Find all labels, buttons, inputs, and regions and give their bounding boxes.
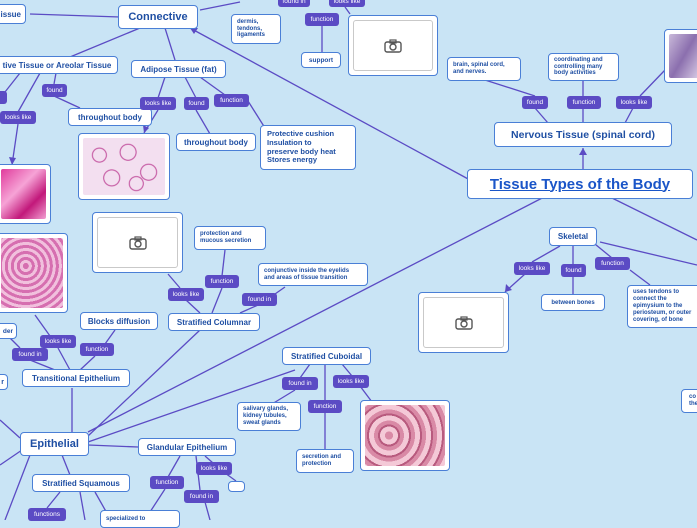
- topic-adipose[interactable]: Adipose Tissue (fat): [131, 60, 226, 78]
- rel-found[interactable]: found: [42, 84, 67, 97]
- topic-uses-tendons[interactable]: uses tendons to connect the epimysium to…: [627, 285, 697, 328]
- topic-connective[interactable]: Connective: [118, 5, 198, 29]
- topic-epithelial[interactable]: Epithelial: [20, 432, 89, 456]
- topic-stratified-squamous[interactable]: Stratified Squamous: [32, 474, 130, 492]
- topic-co-the[interactable]: co the: [681, 389, 697, 413]
- rel-function[interactable]: function: [205, 275, 239, 288]
- topic-salivary-glands[interactable]: salivary glands, kidney tubules, sweat g…: [237, 402, 301, 431]
- rel-fragment[interactable]: [0, 91, 7, 104]
- topic-blocks-diffusion[interactable]: Blocks diffusion: [80, 312, 158, 330]
- topic-conjunctive[interactable]: conjunctive inside the eyelids and areas…: [258, 263, 368, 286]
- rel-found-in[interactable]: found in: [12, 348, 48, 361]
- nervous-tissue-image: [669, 34, 697, 78]
- topic-r[interactable]: r: [0, 374, 8, 390]
- topic-between-bones[interactable]: between bones: [541, 294, 605, 311]
- rel-function[interactable]: function: [567, 96, 601, 109]
- rel-found[interactable]: found: [184, 97, 209, 110]
- camera-icon: [454, 315, 473, 330]
- rel-functions[interactable]: functions: [28, 508, 66, 521]
- rel-found-in[interactable]: found in: [184, 490, 219, 503]
- rel-function[interactable]: function: [80, 343, 114, 356]
- rel-looks-like[interactable]: looks like: [514, 262, 550, 275]
- topic-support[interactable]: support: [301, 52, 341, 68]
- rel-looks-like[interactable]: looks like: [140, 97, 176, 110]
- camera-icon: [384, 38, 402, 53]
- topic-dermis[interactable]: dermis, tendons, ligaments: [231, 14, 281, 44]
- image-nervous[interactable]: [664, 29, 697, 83]
- camera-icon: [128, 235, 147, 250]
- image-cuboidal[interactable]: [360, 400, 450, 471]
- rel-looks-like[interactable]: looks like: [333, 375, 369, 388]
- rel-looks-like[interactable]: looks like: [0, 111, 36, 124]
- image-transitional[interactable]: [0, 233, 68, 313]
- rel-found[interactable]: found: [522, 96, 548, 109]
- topic-throughout-body-1[interactable]: throughout body: [68, 108, 152, 126]
- topic-stratified-cuboidal[interactable]: Stratified Cuboidal: [282, 347, 371, 365]
- rel-looks-like[interactable]: looks like: [616, 96, 652, 109]
- image-placeholder: [423, 297, 504, 348]
- root-title: Tissue Types of the Body: [489, 175, 671, 193]
- rel-found-in[interactable]: found in: [282, 377, 318, 390]
- topic-protection-mucous[interactable]: protection and mucous secretion: [194, 226, 266, 250]
- image-placeholder: [97, 217, 178, 268]
- rel-looks-like[interactable]: looks like: [40, 335, 76, 348]
- rel-found-in[interactable]: found in: [278, 0, 310, 7]
- rel-looks-like[interactable]: looks like: [196, 462, 232, 475]
- adipose-tissue-image: [83, 138, 165, 195]
- topic-areolar-tissue[interactable]: tive Tissue or Areolar Tissue: [0, 56, 118, 74]
- root-topic[interactable]: Tissue Types of the Body: [467, 169, 693, 199]
- rel-function[interactable]: function: [214, 94, 249, 107]
- topic-secretion-protection[interactable]: secretion and protection: [296, 449, 354, 473]
- image-placeholder: [353, 20, 433, 71]
- topic-skeletal[interactable]: Skeletal: [549, 227, 597, 246]
- rel-function[interactable]: function: [308, 400, 342, 413]
- rel-looks-like[interactable]: looks like: [329, 0, 365, 7]
- topic-transitional-epithelium[interactable]: Transitional Epithelium: [22, 369, 130, 387]
- topic-nervous-tissue[interactable]: Nervous Tissue (spinal cord): [494, 122, 672, 147]
- topic-coordinating[interactable]: coordinating and controlling many body a…: [548, 53, 619, 81]
- topic-protective-cushion[interactable]: Protective cushion Insulation to preserv…: [260, 125, 356, 170]
- rel-function[interactable]: function: [595, 257, 630, 270]
- topic-stratified-columnar[interactable]: Stratified Columnar: [168, 313, 260, 331]
- rel-found-in[interactable]: found in: [242, 293, 277, 306]
- rel-function[interactable]: function: [305, 13, 339, 26]
- rel-function[interactable]: function: [150, 476, 184, 489]
- rel-looks-like[interactable]: looks like: [168, 288, 204, 301]
- topic-der[interactable]: der: [0, 323, 17, 339]
- topic-empty[interactable]: [228, 481, 245, 492]
- cuboidal-tissue-image: [365, 405, 445, 466]
- rel-found[interactable]: found: [561, 264, 586, 277]
- areolar-tissue-image: [1, 169, 46, 219]
- topic-issue[interactable]: issue: [0, 4, 26, 24]
- topic-glandular-epithelium[interactable]: Glandular Epithelium: [138, 438, 236, 456]
- image-adipose[interactable]: [78, 133, 170, 200]
- topic-specialized-to[interactable]: specialized to: [100, 510, 180, 528]
- image-box-skeletal[interactable]: [418, 292, 509, 353]
- image-areolar[interactable]: [0, 164, 51, 224]
- image-box-support[interactable]: [348, 15, 438, 76]
- topic-brain-spinal-cord[interactable]: brain, spinal cord, and nerves.: [447, 57, 521, 81]
- topic-throughout-body-2[interactable]: throughout body: [176, 133, 256, 151]
- image-box-columnar[interactable]: [92, 212, 183, 273]
- transitional-tissue-image: [1, 238, 63, 308]
